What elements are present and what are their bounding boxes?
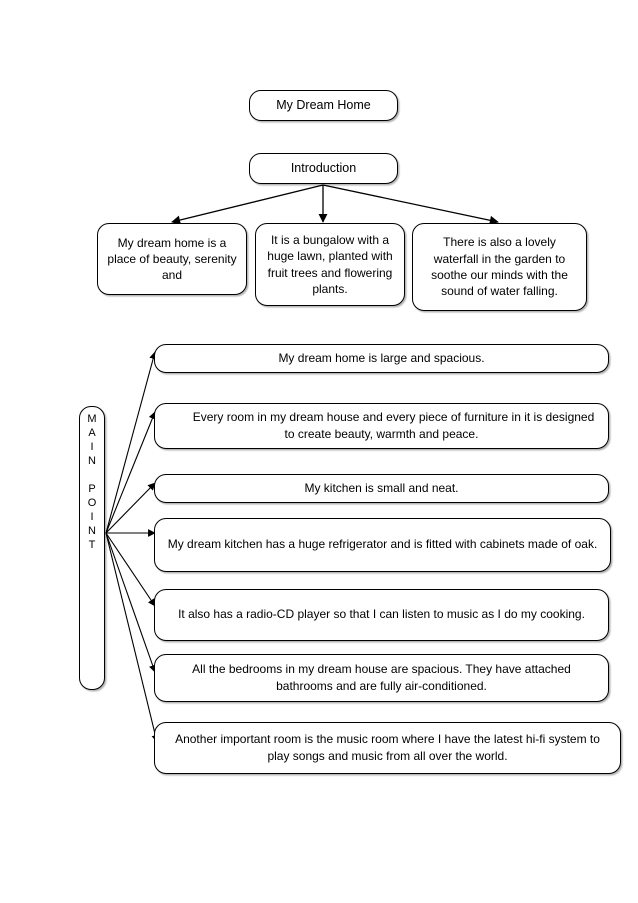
node-intro-detail-1-label: My dream home is a place of beauty, sere… xyxy=(107,235,237,283)
intro-fan-connectors xyxy=(171,184,499,225)
node-main-point-2-label: Every room in my dream house and every p… xyxy=(192,409,595,441)
main-point-letter-n: N xyxy=(88,455,96,467)
main-point-letter-o: O xyxy=(87,497,97,509)
node-main-point-2[interactable]: Every room in my dream house and every p… xyxy=(154,403,609,449)
node-main-point-5[interactable]: It also has a radio-CD player so that I … xyxy=(154,589,609,641)
node-main-point-3-label: My kitchen is small and neat. xyxy=(304,480,459,495)
node-main-point-1-label: My dream home is large and spacious. xyxy=(278,350,485,365)
main-point-letter-n2: N xyxy=(88,525,96,537)
node-intro-detail-2-label: It is a bungalow with a huge lawn, plant… xyxy=(267,232,393,296)
main-point-letter-i2: I xyxy=(90,511,94,523)
node-introduction[interactable]: Introduction xyxy=(249,153,398,184)
node-main-point-6[interactable]: All the bedrooms in my dream house are s… xyxy=(154,654,609,702)
main-point-letter-m: M xyxy=(87,413,97,425)
node-main-point-7[interactable]: Another important room is the music room… xyxy=(154,722,621,774)
main-point-letter-t: T xyxy=(88,539,96,551)
node-intro-detail-3-label: There is also a lovely waterfall in the … xyxy=(431,235,568,299)
node-introduction-label: Introduction xyxy=(290,161,357,176)
node-main-point-1[interactable]: My dream home is large and spacious. xyxy=(154,344,609,373)
node-main-point-4[interactable]: My dream kitchen has a huge refrigerator… xyxy=(154,518,611,572)
main-point-letter-i: I xyxy=(90,441,94,453)
node-main-point-4-label: My dream kitchen has a huge refrigerator… xyxy=(167,537,598,552)
node-main-point-6-label: All the bedrooms in my dream house are s… xyxy=(192,661,571,693)
node-main-point-3[interactable]: My kitchen is small and neat. xyxy=(154,474,609,503)
node-intro-detail-3[interactable]: There is also a lovely waterfall in the … xyxy=(412,223,587,311)
main-point-letter-stack: M A I N P O I N T xyxy=(87,414,96,554)
node-main-point-5-label: It also has a radio-CD player so that I … xyxy=(178,607,585,622)
main-point-letter-p: P xyxy=(88,483,96,495)
node-main-point-7-label: Another important room is the music room… xyxy=(175,731,600,763)
node-my-dream-home[interactable]: My Dream Home xyxy=(249,90,398,121)
main-point-fan-connectors xyxy=(105,351,160,743)
node-main-point-label[interactable]: M A I N P O I N T xyxy=(79,406,105,690)
main-point-letter-a: A xyxy=(88,427,96,439)
node-intro-detail-1[interactable]: My dream home is a place of beauty, sere… xyxy=(97,223,247,295)
node-intro-detail-2[interactable]: It is a bungalow with a huge lawn, plant… xyxy=(255,223,405,306)
node-my-dream-home-label: My Dream Home xyxy=(276,98,371,113)
